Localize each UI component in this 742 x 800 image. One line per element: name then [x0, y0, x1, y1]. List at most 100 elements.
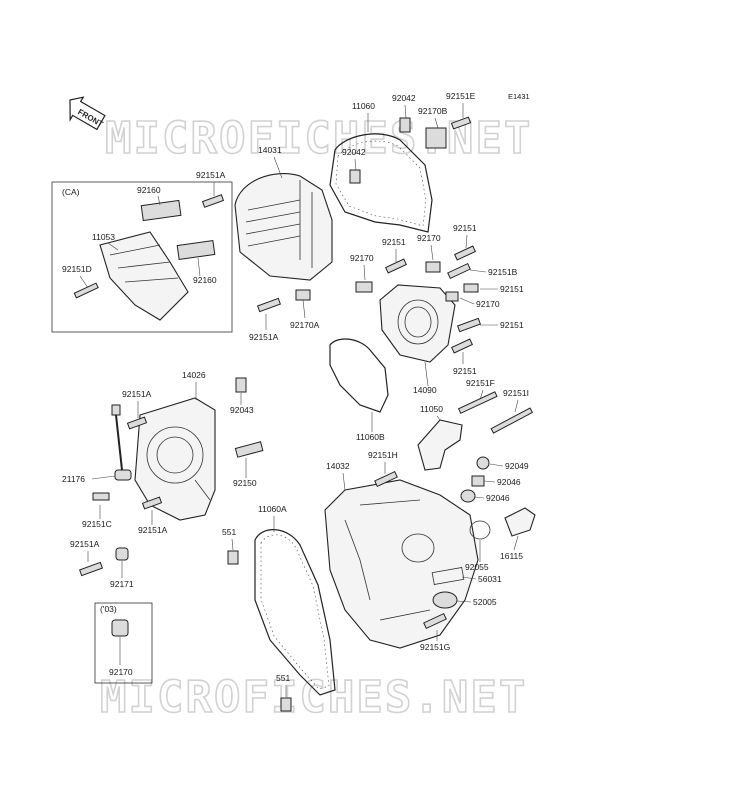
bolt-92151-1	[385, 258, 407, 274]
label-92042-a: 92042	[392, 93, 416, 103]
dowel-551-a	[227, 550, 239, 565]
figure-code: E1431	[508, 92, 530, 101]
label-92049: 92049	[505, 461, 529, 471]
label-92151h: 92151H	[368, 450, 398, 460]
label-11060a: 11060A	[258, 504, 287, 514]
clamp-92170-1	[355, 281, 373, 293]
label-11060: 11060	[352, 101, 375, 111]
bolt-92151d	[73, 282, 99, 299]
bracket-11050	[417, 419, 463, 471]
label-92171: 92171	[110, 579, 134, 589]
label-92055: 92055	[465, 562, 489, 572]
bolt-92151c	[92, 492, 110, 501]
label-92160-b: 92160	[193, 275, 217, 285]
dowel-92042-a	[399, 117, 411, 133]
seal-52005	[432, 591, 458, 609]
label-14031: 14031	[258, 145, 282, 155]
label-92170a: 92170A	[290, 320, 320, 330]
label-92151e: 92151E	[446, 91, 476, 101]
pin-92150	[234, 441, 264, 458]
bolt-92151f	[457, 391, 498, 414]
bolt-92151a-4	[141, 496, 163, 510]
clamp-92170a	[295, 289, 311, 301]
label-11053: 11053	[92, 232, 115, 242]
label-92151a-4: 92151A	[138, 525, 168, 535]
label-92151b: 92151B	[488, 267, 518, 277]
dowel-92042-b	[349, 169, 361, 184]
label-21176: 21176	[62, 474, 85, 484]
label-551-a: 551	[222, 527, 236, 537]
clamp-92170-2	[425, 261, 441, 273]
inset-ca-box	[51, 181, 233, 333]
clamp-92170b	[425, 127, 447, 149]
label-92170-2: 92170	[417, 233, 441, 243]
label-14090: 14090	[413, 385, 437, 395]
bolt-92151-5	[451, 338, 473, 354]
collar-92046-a	[471, 475, 485, 487]
label-14032: 14032	[326, 461, 350, 471]
rod-21176	[111, 404, 132, 481]
label-92043: 92043	[230, 405, 254, 415]
label-92170-4: 92170	[109, 667, 133, 677]
label-92046-b: 92046	[486, 493, 510, 503]
label-92150: 92150	[233, 478, 257, 488]
nut-92049	[476, 456, 490, 470]
cover-14032	[324, 479, 479, 649]
dowel-551-b	[280, 697, 292, 712]
bolt-92151a-1	[201, 194, 225, 208]
dowel-92043	[235, 377, 247, 393]
label-92151g: 92151G	[420, 642, 450, 652]
label-92170-3: 92170	[476, 299, 500, 309]
label-56031: 56031	[478, 574, 502, 584]
bolt-92151g	[423, 612, 447, 630]
label-11060b: 11060B	[356, 432, 385, 442]
cover-14090	[379, 284, 456, 363]
label-92151f: 92151F	[466, 378, 495, 388]
label-11050: 11050	[420, 404, 443, 414]
bolt-92151-2	[454, 245, 476, 261]
bolt-92151a-5	[78, 561, 104, 577]
label-92151d: 92151D	[62, 264, 92, 274]
guard-11053	[99, 199, 216, 321]
clamp-92170-4	[111, 619, 129, 637]
watermark-bottom: MICROFICHES.NET	[100, 672, 527, 723]
label-92151-2: 92151	[453, 223, 477, 233]
clamp-92170-3	[445, 291, 459, 302]
front-arrow-icon: FRONT	[69, 96, 106, 131]
clamp-92171	[115, 547, 129, 561]
inset-ca-label: (CA)	[62, 187, 80, 197]
plug-16115	[504, 507, 536, 537]
cover-14031	[234, 172, 333, 281]
label-92151a-1: 92151A	[196, 170, 226, 180]
bolt-92151a-2	[256, 297, 282, 313]
label-52005: 52005	[473, 597, 497, 607]
collar-92046-b	[460, 489, 476, 503]
inset-03-label: ('03)	[100, 604, 117, 614]
bolt-92151-4	[456, 317, 482, 333]
label-92151-5: 92151	[453, 366, 477, 376]
label-92151c: 92151C	[82, 519, 112, 529]
label-sticker-56031	[431, 567, 465, 585]
label-16115: 16115	[500, 551, 523, 561]
bolt-92151i	[490, 407, 534, 434]
label-92151-3: 92151	[500, 284, 524, 294]
label-92170b: 92170B	[418, 106, 448, 116]
label-92170-1: 92170	[350, 253, 374, 263]
bolt-92151b	[447, 262, 471, 280]
label-14026: 14026	[182, 370, 206, 380]
label-551-b: 551	[276, 673, 290, 683]
label-92151-1: 92151	[382, 237, 406, 247]
label-92046-a: 92046	[497, 477, 521, 487]
label-92151i: 92151I	[503, 388, 529, 398]
gasket-11060b	[329, 338, 389, 413]
inset-03-box	[94, 602, 153, 684]
label-92151a-2: 92151A	[249, 332, 279, 342]
bolt-92151h	[374, 470, 398, 488]
label-92042-b: 92042	[342, 147, 366, 157]
bolt-92151e	[450, 116, 472, 130]
oring-92055	[469, 520, 491, 540]
label-92151-4: 92151	[500, 320, 524, 330]
label-92151a-3: 92151A	[122, 389, 152, 399]
label-92151a-5: 92151A	[70, 539, 100, 549]
